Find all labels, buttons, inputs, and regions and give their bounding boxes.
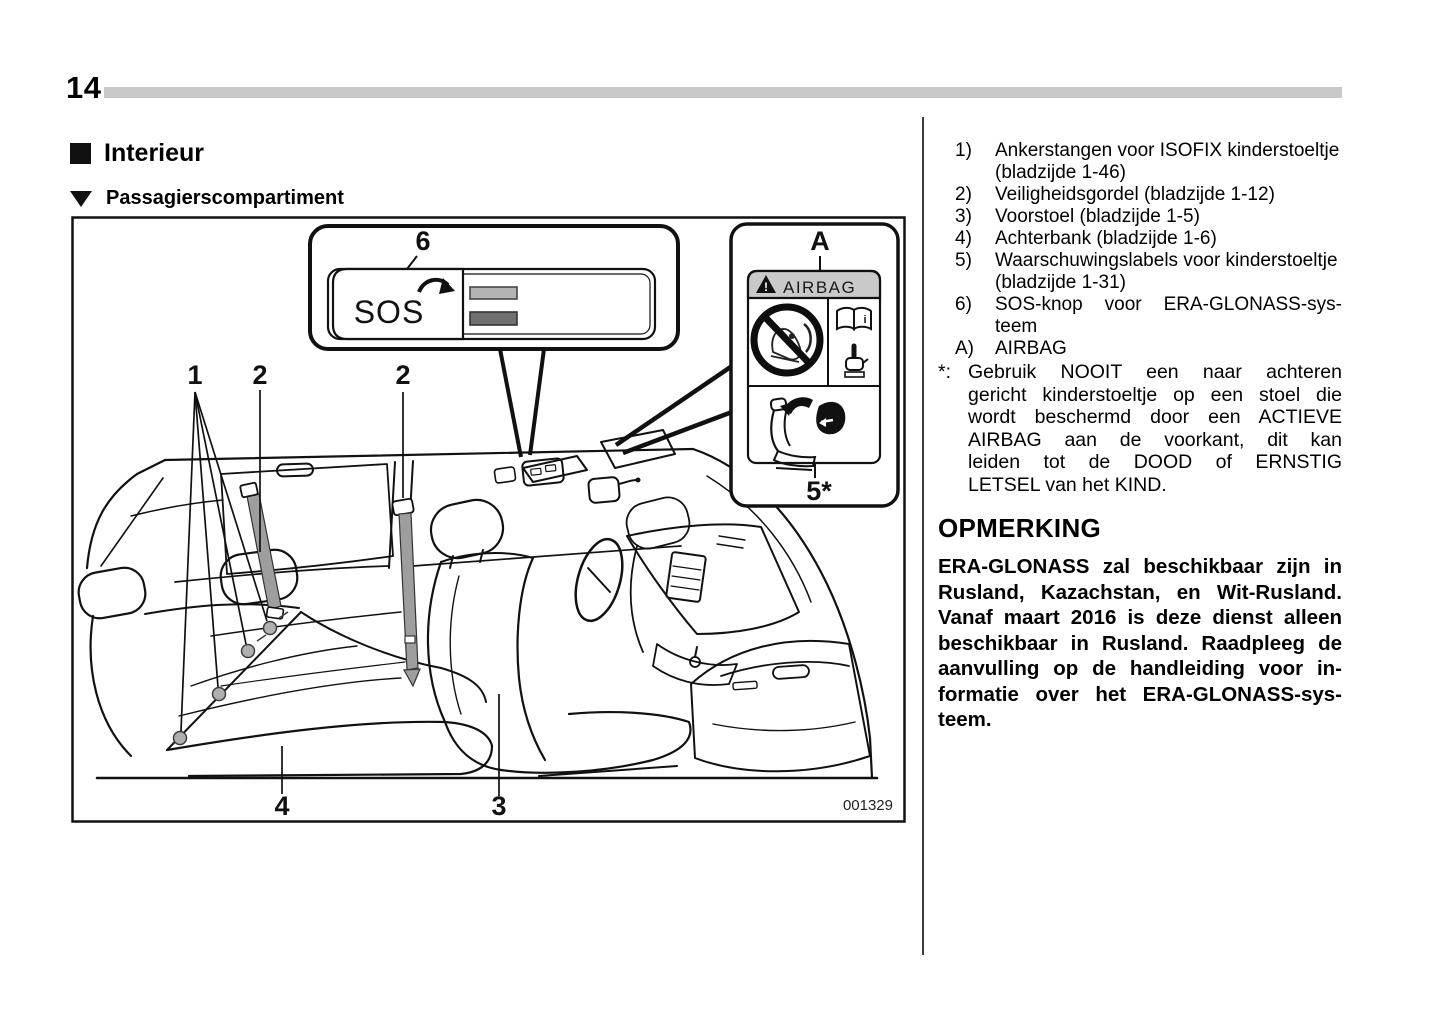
square-bullet-icon	[70, 143, 91, 164]
center-console	[652, 643, 738, 686]
door-handle	[772, 664, 810, 680]
dashboard	[626, 523, 800, 686]
legend-marker: 3)	[955, 206, 972, 227]
footnote-marker: *:	[938, 361, 952, 383]
rear-headrest-right	[219, 548, 299, 606]
airbag-callout: A ! AIRBAG	[614, 222, 900, 508]
phone-swoosh-arrowhead	[439, 278, 455, 294]
section-heading: Interieur	[70, 139, 204, 168]
isofix-anchor-dots	[172, 611, 289, 746]
rearview-mirror	[587, 476, 621, 504]
grab-handle	[276, 462, 314, 478]
part-label-2-front: 2	[395, 360, 410, 390]
airbag-warning-label: ! AIRBAG i	[746, 269, 882, 471]
legend-item: 6) SOS-knop voor ERA-GLONASS-sys- teem	[955, 294, 1342, 337]
front-belt-tip	[403, 668, 421, 688]
legend-marker: 6)	[955, 294, 972, 315]
header-rule-bar	[104, 87, 1342, 98]
isofix-anchor-dot	[240, 643, 256, 659]
legend-marker: 2)	[955, 184, 972, 205]
remark-body: ERA-GLONASS zal beschikbaar zijn in Rusl…	[938, 555, 1342, 731]
sun-visor-left	[522, 455, 588, 483]
passenger-compartment-figure: 1 2 2 4 3 SOS 6 A	[71, 216, 906, 823]
isofix-anchor-dot	[172, 730, 188, 746]
svg-text:i: i	[863, 314, 866, 326]
front-door-panel	[690, 639, 871, 773]
remark-title: OPMERKING	[938, 513, 1102, 543]
center-display	[665, 551, 707, 603]
page-number: 14	[66, 70, 102, 105]
legend-item: 1) Ankerstangen voor ISOFIX kinderstoelt…	[955, 140, 1340, 183]
car-line-art	[77, 429, 879, 780]
rear-door-window	[220, 463, 394, 575]
indicator-bar-dark	[469, 311, 518, 326]
sos-callout: SOS 6	[308, 224, 680, 458]
airbag-footnote: *: Gebruik NOOIT een naar achteren geric…	[938, 361, 1342, 496]
legend-item: 3) Voorstoel (bladzijde 1-5)	[955, 206, 1200, 227]
figure-code: 001329	[843, 797, 893, 814]
part-label-2-rear: 2	[252, 360, 267, 390]
column-divider	[922, 117, 924, 955]
front-seatbelt	[398, 512, 419, 671]
map-light	[493, 466, 517, 484]
airbag-label-header	[746, 269, 882, 300]
warning-triangle-icon	[756, 275, 776, 293]
car-interior-illustration: 1 2 2 4 3 SOS 6 A	[71, 216, 906, 823]
rear-belt-buckle	[265, 606, 285, 620]
legend-marker: A)	[955, 338, 974, 359]
legend-column: 1) Ankerstangen voor ISOFIX kinderstoelt…	[938, 140, 1342, 733]
isofix-anchor-dot	[211, 686, 227, 702]
sos-button	[331, 267, 465, 341]
legend-item: A) AIRBAG	[955, 338, 1067, 359]
seatbelts	[239, 481, 421, 688]
legend-marker: 1)	[955, 140, 972, 161]
sun-visor-right	[600, 429, 676, 469]
front-seat	[426, 498, 692, 777]
part-label-1: 1	[187, 360, 202, 390]
legend-item: 4) Achterbank (bladzijde 1-6)	[955, 228, 1217, 249]
subsection-heading: Passagierscompartiment	[70, 187, 344, 210]
part-label-5: 5*	[806, 476, 832, 506]
svg-text:!: !	[764, 280, 768, 294]
overhead-console	[521, 457, 565, 487]
rear-headrest-left	[77, 566, 147, 620]
section-title: Interieur	[104, 139, 205, 167]
part-label-A: A	[810, 226, 830, 256]
airbag-label-title: AIRBAG	[783, 278, 856, 297]
subsection-title: Passagierscompartiment	[106, 187, 344, 209]
prohibition-icon	[750, 303, 824, 377]
pointing-hand-icon	[844, 343, 869, 378]
isofix-anchor-dot	[262, 620, 278, 636]
legend-marker: 4)	[955, 228, 972, 249]
part-label-4: 4	[274, 791, 289, 821]
manual-book-icon: i	[836, 306, 872, 331]
sos-indicator-bars	[469, 286, 518, 326]
legend-item: 2) Veiligheidsgordel (bladzijde 1-12)	[955, 184, 1275, 205]
part-label-3: 3	[491, 791, 506, 821]
indicator-bar-light	[469, 286, 518, 300]
rear-bench-seat	[77, 548, 494, 778]
leader-lines	[180, 390, 500, 796]
triangle-bullet-icon	[70, 190, 92, 207]
legend-list: 1) Ankerstangen voor ISOFIX kinderstoelt…	[938, 140, 1342, 360]
passenger-headrest	[625, 496, 691, 550]
part-labels: 1 2 2 4 3	[187, 360, 506, 821]
part-label-6: 6	[415, 226, 430, 256]
sos-button-text: SOS	[354, 294, 425, 330]
legend-item: 5) Waarschuwingslabels voor kinderstoelt…	[955, 250, 1338, 293]
airbag-deploy-pictogram	[769, 397, 846, 471]
shift-knob	[689, 656, 701, 668]
remark-section: OPMERKING ERA-GLONASS zal beschikbaar zi…	[938, 513, 1342, 733]
front-belt-button	[404, 635, 416, 644]
steering-wheel	[574, 537, 624, 623]
legend-marker: 5)	[955, 250, 972, 271]
